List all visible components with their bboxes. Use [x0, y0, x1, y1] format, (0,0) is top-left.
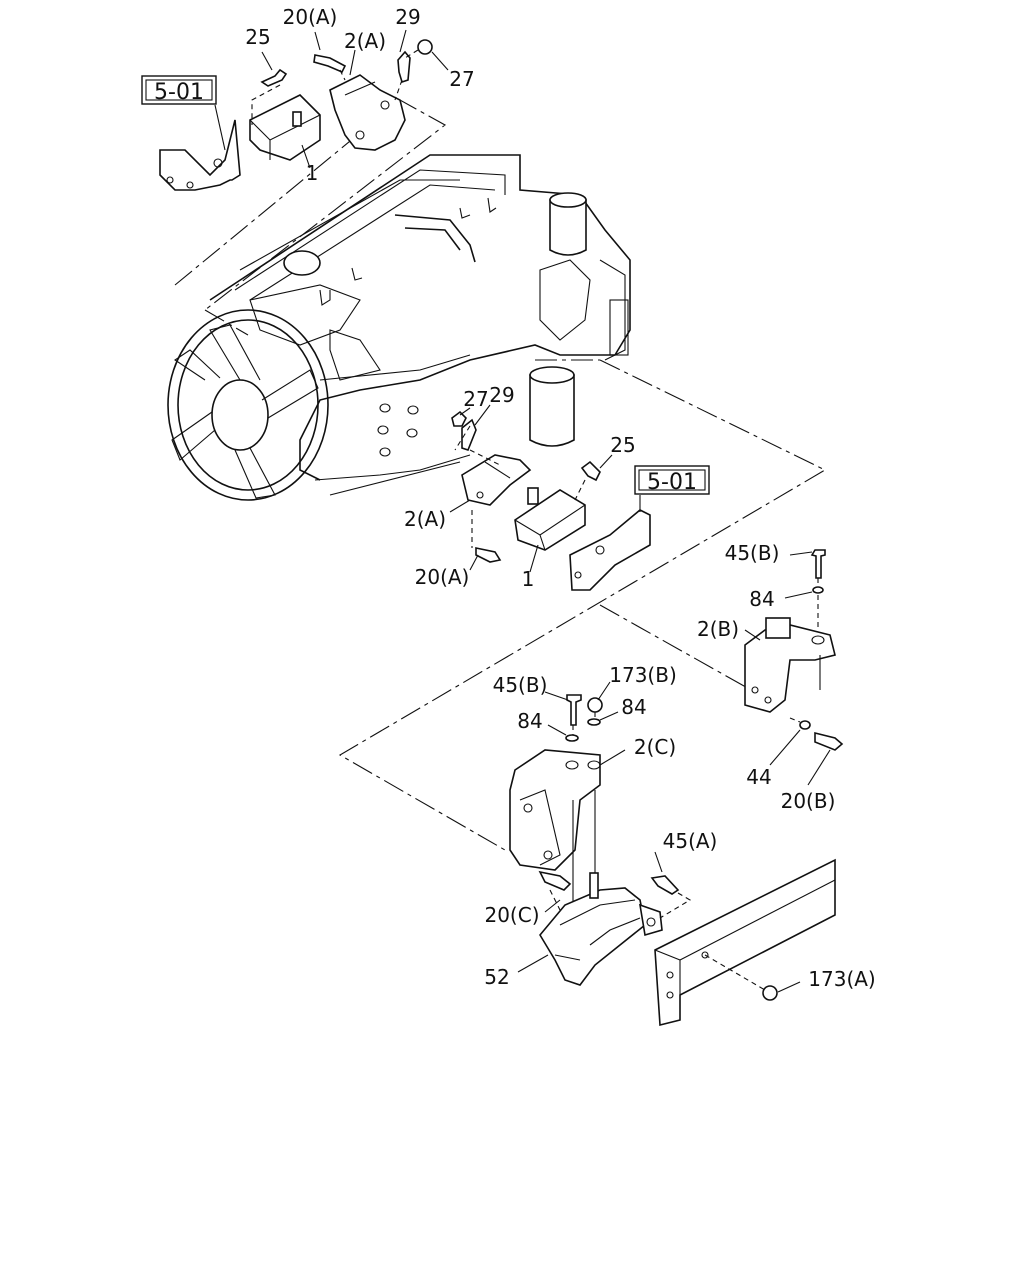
upper-front-mount-group: [159, 29, 449, 191]
callout-27-top: 27: [449, 67, 474, 91]
callout-20B: 20(B): [781, 789, 836, 813]
callout-20C: 20(C): [484, 903, 539, 927]
callout-2A-top: 2(A): [344, 29, 386, 53]
ref-box-mid[interactable]: 5-01: [634, 465, 710, 495]
engine-assembly: [209, 154, 631, 496]
lower-front-mount-group: [449, 404, 651, 591]
callout-84-right: 84: [749, 587, 774, 611]
rear-mount-lower-group: [509, 681, 626, 905]
callout-29-mid: 29: [489, 383, 514, 407]
callout-20A-top: 20(A): [283, 5, 338, 29]
callout-45A: 45(A): [663, 829, 718, 853]
callout-173A: 173(A): [808, 967, 875, 991]
callout-25-top: 25: [245, 25, 270, 49]
callout-29-top: 29: [395, 5, 420, 29]
callout-25-mid: 25: [610, 433, 635, 457]
callout-2B: 2(B): [697, 617, 739, 641]
callout-84-left: 84: [517, 709, 542, 733]
callout-1-mid: 1: [522, 567, 535, 591]
callout-52: 52: [484, 965, 509, 989]
callout-27-mid: 27: [463, 387, 488, 411]
callout-45B-left: 45(B): [493, 673, 548, 697]
callout-45B-right: 45(B): [725, 541, 780, 565]
callout-labels: 20(A) 25 2(A) 29 27 1 27 29 25 2(A) 1 20…: [245, 5, 875, 991]
callout-173B: 173(B): [609, 663, 677, 687]
rear-mount-upper-group: [744, 549, 844, 786]
callout-84-mid: 84: [621, 695, 646, 719]
section-boundaries: [174, 99, 827, 851]
callout-2A-mid: 2(A): [404, 507, 446, 531]
callout-2C: 2(C): [634, 735, 676, 759]
ref-box-top[interactable]: 5-01: [141, 75, 217, 105]
ref-box-top-label: 5-01: [154, 80, 204, 105]
frame-mount-group: [517, 851, 836, 1027]
callout-20A-mid: 20(A): [415, 565, 470, 589]
ref-box-mid-label: 5-01: [647, 470, 697, 495]
callout-44: 44: [746, 765, 771, 789]
callout-1-top: 1: [306, 161, 319, 185]
cooling-fan: [167, 309, 329, 501]
